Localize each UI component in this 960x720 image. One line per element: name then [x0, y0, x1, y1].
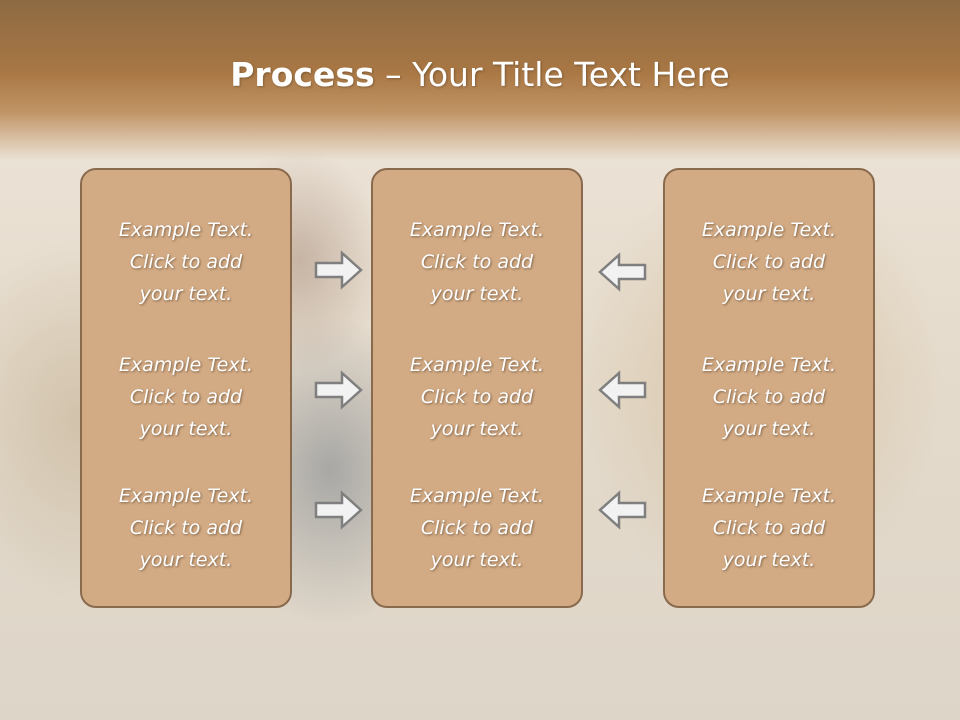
- box-text[interactable]: Example Text. Click to add your text.: [118, 354, 254, 440]
- box-text[interactable]: Example Text. Click to add your text.: [118, 485, 254, 571]
- process-box-center[interactable]: Example Text. Click to add your text. Ex…: [371, 168, 583, 608]
- title-rest: – Your Title Text Here: [374, 55, 730, 94]
- box-text[interactable]: Example Text. Click to add your text.: [409, 354, 545, 440]
- box-text[interactable]: Example Text. Click to add your text.: [701, 354, 837, 440]
- arrow-right-icon: [314, 370, 363, 410]
- arrow-right-icon: [314, 250, 363, 290]
- arrow-left-icon: [598, 370, 647, 410]
- process-box-left[interactable]: Example Text. Click to add your text. Ex…: [80, 168, 292, 608]
- arrow-right-icon: [314, 490, 363, 530]
- box-text[interactable]: Example Text. Click to add your text.: [409, 219, 545, 305]
- box-text[interactable]: Example Text. Click to add your text.: [118, 219, 254, 305]
- arrow-left-icon: [598, 490, 647, 530]
- title-banner: [0, 0, 960, 160]
- process-box-right[interactable]: Example Text. Click to add your text. Ex…: [663, 168, 875, 608]
- arrow-left-icon: [598, 252, 647, 292]
- slide-title[interactable]: Process – Your Title Text Here: [0, 52, 960, 98]
- box-text[interactable]: Example Text. Click to add your text.: [701, 219, 837, 305]
- box-text[interactable]: Example Text. Click to add your text.: [701, 485, 837, 571]
- box-text[interactable]: Example Text. Click to add your text.: [409, 485, 545, 571]
- title-bold: Process: [230, 55, 375, 94]
